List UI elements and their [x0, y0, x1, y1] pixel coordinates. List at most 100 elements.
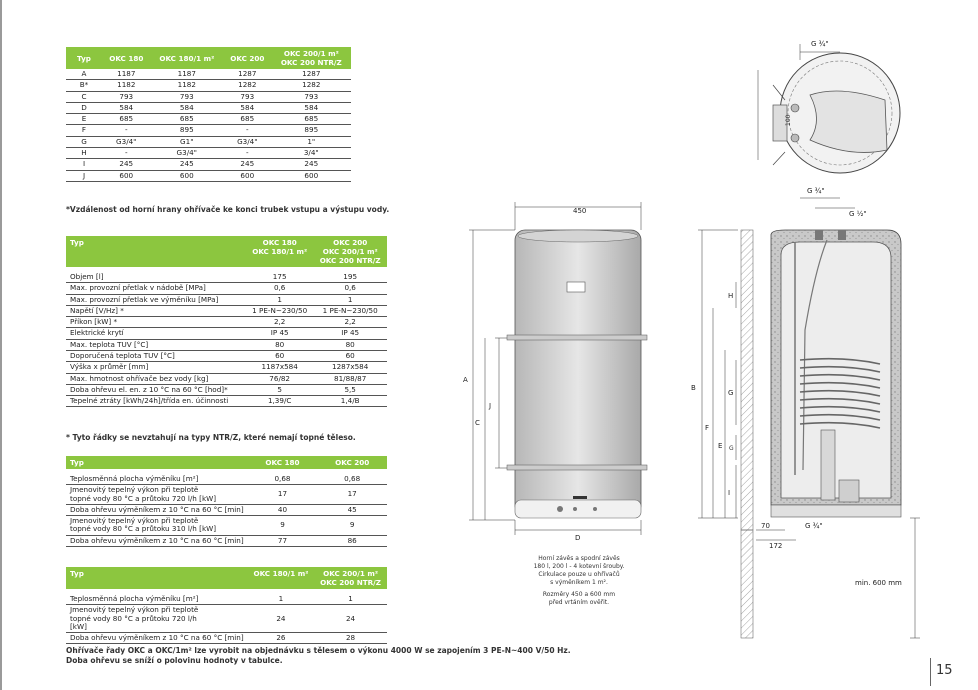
front-view: 450 A C J D Horní závěs a spodní závěs 1… — [463, 202, 648, 606]
table-row: Max. provozní přetlak ve výměníku [MPa]1… — [66, 294, 387, 306]
table-cell: 1287 — [223, 69, 272, 81]
row-label: Max. hmotnost ohřívače bez vody [kg] — [66, 373, 246, 385]
label-E: E — [718, 442, 722, 450]
header-typ: Typ — [66, 236, 246, 267]
page-left-rule — [0, 0, 2, 690]
row-label: Doba ohřevu výměníkem z 10 °C na 60 °C [… — [66, 504, 248, 517]
table-cell: 245 — [150, 158, 224, 171]
row-label: Doba ohřevu el. en. z 10 °C na 60 °C [ho… — [66, 384, 246, 397]
table-cell: 76/82 — [246, 373, 314, 385]
label-min600: min. 600 mm — [855, 579, 902, 587]
row-label: A — [66, 69, 102, 81]
table-cell: 1,39/C — [246, 395, 314, 408]
table-cell: 1 PE-N~230/50 — [246, 305, 314, 318]
table-cell: 17 — [247, 484, 318, 505]
row-label: H — [66, 147, 102, 160]
table-header-row: Typ OKC 180 OKC 180/1 m² OKC 200 OKC 200… — [66, 47, 351, 69]
technical-drawing: G ¾" G ¾" 100 450 A C J D Horní závěs — [463, 40, 920, 639]
row-label: Výška x průměr [mm] — [66, 361, 246, 374]
table-cell: 195 — [313, 272, 387, 284]
row-label: I — [66, 158, 102, 171]
header-okc200: OKC 200 — [317, 456, 387, 469]
table-cell: 1282 — [271, 79, 351, 92]
label-H: H — [728, 292, 733, 300]
label-A: A — [463, 376, 468, 384]
row-label: Teplosměnná plocha výměníku [m²] — [66, 474, 248, 486]
table-cell: 793 — [150, 91, 224, 103]
table-row: Tepelné ztráty [kWh/24h]/třída en. účinn… — [66, 395, 387, 408]
table-cell: 2,2 — [246, 316, 314, 329]
table-cell: 9 — [317, 515, 387, 536]
label-C: C — [475, 419, 480, 427]
table-cell: 9 — [247, 515, 318, 536]
label-G: G — [728, 389, 733, 397]
table-cell: 245 — [223, 158, 272, 171]
header-typ: Typ — [66, 456, 248, 469]
label-70: 70 — [761, 522, 770, 530]
table-cell: 26 — [247, 632, 315, 645]
label-g34-top: G ¾" — [811, 40, 829, 48]
caption-line-4: s výměníkem 1 m². — [550, 579, 608, 586]
header-okc200: OKC 200 — [223, 47, 272, 69]
label-172: 172 — [769, 542, 782, 550]
dimensions-table: Typ OKC 180 OKC 180/1 m² OKC 200 OKC 200… — [66, 47, 351, 182]
table-cell: 600 — [271, 170, 351, 182]
label-450: 450 — [573, 207, 586, 215]
label-F: F — [705, 424, 709, 432]
table-cell: 600 — [150, 170, 224, 182]
header-typ: Typ — [66, 47, 102, 69]
table-cell: 1" — [271, 136, 351, 148]
table-cell: 685 — [223, 113, 272, 126]
table-cell: 80 — [246, 339, 314, 351]
table-row: Max. hmotnost ohřívače bez vody [kg]76/8… — [66, 373, 387, 385]
table-cell: 86 — [317, 535, 387, 547]
table-cell: - — [102, 147, 151, 160]
row-label: C — [66, 91, 102, 103]
top-view: G ¾" G ¾" 100 — [757, 40, 901, 199]
table-cell: 1187 — [102, 69, 151, 81]
row-label: G — [66, 136, 102, 148]
table-cell: 60 — [246, 350, 314, 363]
label-B: B — [691, 384, 696, 392]
table-cell: 1187x584 — [246, 361, 314, 374]
table-cell: 1 — [313, 294, 387, 306]
row-label: Doba ohřevu výměníkem z 10 °C na 60 °C [… — [66, 632, 248, 645]
row-label: Max. provozní přetlak v nádobě [MPa] — [66, 282, 246, 295]
table-cell: 600 — [223, 170, 272, 182]
table-row: Doba ohřevu výměníkem z 10 °C na 60 °C [… — [66, 504, 387, 517]
label-g34-mid: G ¾" — [807, 187, 825, 195]
table-cell: 81/88/87 — [313, 373, 387, 385]
table-cell: 1,4/B — [313, 395, 387, 408]
table-cell: 793 — [223, 91, 272, 103]
caption-line-1: Horní závěs a spodní závěs — [538, 555, 620, 562]
table-cell: 24 — [247, 604, 315, 634]
table-cell: IP 45 — [313, 327, 387, 340]
footer-note-1: Ohřívače řady OKC a OKC/1m² lze vyrobit … — [66, 646, 571, 655]
row-label: J — [66, 170, 102, 182]
label-J: J — [488, 402, 491, 410]
table-cell: 1287x584 — [313, 361, 387, 374]
table1-note: *Vzdálenost od horní hrany ohřívače ke k… — [66, 205, 390, 214]
table-cell: 0,6 — [313, 282, 387, 295]
table-cell: 5 — [246, 384, 314, 397]
table-cell: G3/4" — [150, 147, 224, 160]
table-cell: G1" — [150, 136, 224, 148]
table-cell: 245 — [102, 158, 151, 171]
